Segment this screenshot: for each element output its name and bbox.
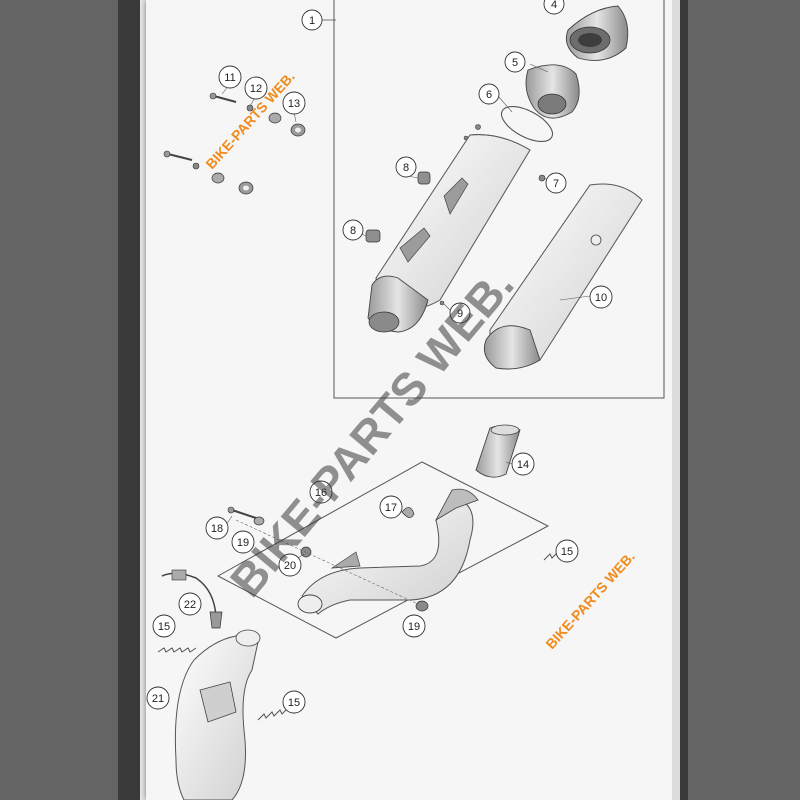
svg-text:1: 1	[309, 15, 315, 27]
watermark-small-bottom: BIKE-PARTS WEB.	[542, 548, 638, 652]
header-pipe-part-20	[297, 488, 479, 615]
callout-13: 13	[282, 91, 306, 115]
svg-text:7: 7	[553, 178, 559, 190]
callout-16: 16	[309, 480, 333, 504]
callout-15-left: 15	[152, 614, 176, 638]
callout-21: 21	[146, 686, 170, 710]
callout-7: 7	[545, 172, 567, 194]
hardware-screws-11-13	[163, 92, 306, 195]
svg-text:16: 16	[315, 487, 327, 499]
svg-text:21: 21	[152, 693, 164, 705]
svg-text:BIKE-PARTS WEB.: BIKE-PARTS WEB.	[542, 548, 638, 652]
callout-22: 22	[178, 592, 202, 616]
svg-text:19: 19	[408, 621, 420, 633]
callout-15-bottom: 15	[282, 690, 306, 714]
svg-text:15: 15	[158, 621, 170, 633]
svg-text:4: 4	[551, 0, 557, 11]
callout-6: 6	[478, 83, 500, 105]
callout-5: 5	[504, 51, 526, 73]
callout-9: 9	[449, 302, 471, 324]
callout-17: 17	[379, 495, 403, 519]
callout-14: 14	[511, 452, 535, 476]
callout-19-right: 19	[402, 614, 426, 638]
clamp-part-17	[401, 507, 415, 518]
grommet-part-8	[365, 171, 431, 243]
svg-text:10: 10	[595, 292, 607, 304]
svg-text:20: 20	[284, 560, 296, 572]
screw-part-7	[463, 124, 546, 182]
end-cap-part-4	[565, 5, 629, 61]
screw-part-9	[439, 300, 445, 306]
svg-text:14: 14	[517, 459, 529, 471]
sheet-edge-right	[672, 0, 680, 800]
sheet-edge-left	[140, 0, 146, 800]
svg-text:15: 15	[561, 546, 573, 558]
callout-18: 18	[205, 516, 229, 540]
svg-text:8: 8	[350, 225, 356, 237]
muffler-body	[367, 134, 531, 333]
callout-19-left: 19	[231, 530, 255, 554]
svg-text:17: 17	[385, 502, 397, 514]
muffler-sleeve-part-10	[483, 183, 643, 370]
svg-text:11: 11	[224, 72, 235, 84]
svg-text:18: 18	[211, 523, 223, 535]
svg-text:13: 13	[288, 98, 300, 110]
callout-10: 10	[589, 285, 613, 309]
svg-text:12: 12	[250, 83, 262, 95]
connecting-sleeve-part-14	[475, 424, 521, 478]
callout-20: 20	[278, 553, 302, 577]
svg-text:19: 19	[237, 537, 249, 549]
svg-text:15: 15	[288, 697, 300, 709]
header-pipe-assembly-frame	[216, 461, 550, 639]
svg-text:5: 5	[512, 57, 518, 69]
front-header-pipe-part-21	[174, 629, 261, 800]
sensor-cable-part-22	[161, 569, 223, 629]
mounting-hardware-18-19	[227, 506, 429, 612]
callout-11: 11	[218, 65, 242, 89]
callout-15-right: 15	[555, 539, 579, 563]
callout-12: 12	[244, 76, 268, 100]
callout-4: 4	[543, 0, 565, 15]
svg-text:8: 8	[403, 162, 409, 174]
o-ring-part-6	[500, 105, 554, 143]
muffler-assembly-frame	[322, 0, 665, 399]
callout-8-upper: 8	[395, 156, 417, 178]
end-cap-insert-part-5	[525, 64, 580, 119]
callout-8-lower: 8	[342, 219, 364, 241]
svg-text:9: 9	[457, 308, 463, 320]
svg-text:22: 22	[184, 599, 196, 611]
callout-1: 1	[301, 9, 323, 31]
svg-text:6: 6	[486, 89, 492, 101]
